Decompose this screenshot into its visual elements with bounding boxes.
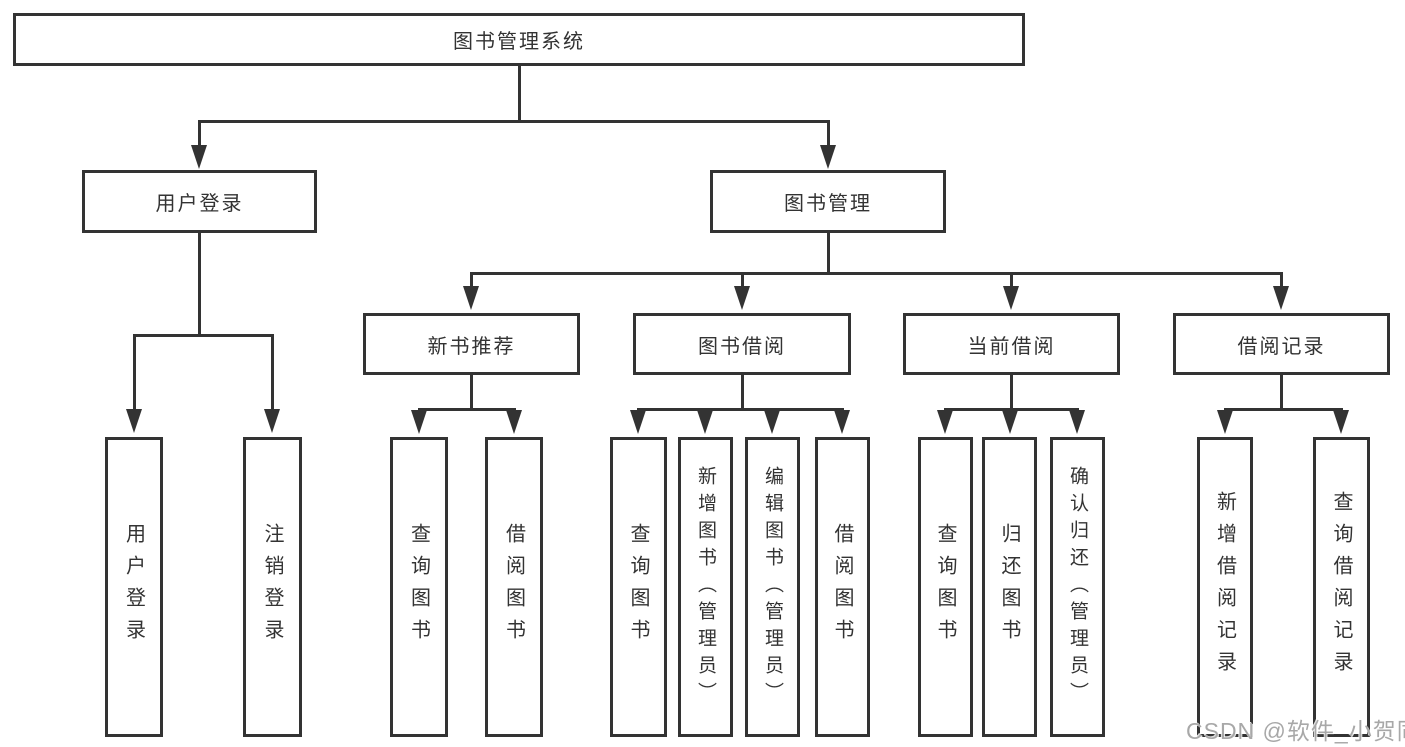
node-bb-query: 查询图书: [610, 437, 667, 737]
connector-line: [741, 375, 744, 410]
arrow-down-icon: [1333, 410, 1349, 434]
node-cb-confirm: 确认归还（管理员）: [1050, 437, 1105, 737]
connector-line: [418, 408, 421, 411]
connector-line: [771, 408, 774, 411]
connector-line: [513, 408, 516, 411]
connector-line: [470, 272, 473, 287]
node-bb-borrow: 借阅图书: [815, 437, 870, 737]
arrow-down-icon: [1003, 286, 1019, 310]
arrow-down-icon: [264, 409, 280, 433]
connector-line: [271, 334, 274, 410]
connector-line: [518, 66, 521, 122]
connector-line: [1280, 272, 1283, 287]
connector-line: [827, 120, 830, 146]
connector-line: [1010, 375, 1013, 410]
connector-line: [944, 408, 947, 411]
node-book-mgmt: 图书管理: [710, 170, 946, 233]
arrow-down-icon: [1069, 410, 1085, 434]
arrow-down-icon: [506, 410, 522, 434]
arrow-down-icon: [734, 286, 750, 310]
arrow-down-icon: [834, 410, 850, 434]
connector-line: [637, 408, 843, 411]
connector-line: [1280, 375, 1283, 410]
node-root: 图书管理系统: [13, 13, 1025, 66]
node-cb-return: 归还图书: [982, 437, 1037, 737]
connector-line: [1010, 272, 1013, 287]
connector-line: [133, 334, 273, 337]
connector-line: [704, 408, 707, 411]
arrow-down-icon: [764, 410, 780, 434]
connector-line: [827, 233, 830, 274]
arrow-down-icon: [1002, 410, 1018, 434]
connector-line: [1224, 408, 1342, 411]
node-new-book-rec: 新书推荐: [363, 313, 580, 375]
connector-line: [470, 375, 473, 410]
connector-line: [198, 120, 201, 146]
arrow-down-icon: [463, 286, 479, 310]
arrow-down-icon: [820, 145, 836, 169]
node-logout: 注销登录: [243, 437, 302, 737]
connector-line: [470, 272, 1282, 275]
node-nbr-query: 查询图书: [390, 437, 448, 737]
connector-line: [1224, 408, 1227, 411]
connector-line: [198, 233, 201, 336]
connector-line: [637, 408, 640, 411]
arrow-down-icon: [126, 409, 142, 433]
arrow-down-icon: [191, 145, 207, 169]
connector-line: [841, 408, 844, 411]
node-user-login: 用户登录: [82, 170, 317, 233]
arrow-down-icon: [697, 410, 713, 434]
arrow-down-icon: [937, 410, 953, 434]
node-br-query: 查询借阅记录: [1313, 437, 1370, 737]
node-bb-add: 新增图书（管理员）: [678, 437, 733, 737]
connector-line: [198, 120, 829, 123]
node-current-borrow: 当前借阅: [903, 313, 1120, 375]
connector-line: [133, 334, 136, 410]
node-bb-edit: 编辑图书（管理员）: [745, 437, 800, 737]
node-borrow-records: 借阅记录: [1173, 313, 1390, 375]
node-cb-query: 查询图书: [918, 437, 973, 737]
node-br-add: 新增借阅记录: [1197, 437, 1253, 737]
arrow-down-icon: [411, 410, 427, 434]
node-login: 用户登录: [105, 437, 163, 737]
arrow-down-icon: [1273, 286, 1289, 310]
arrow-down-icon: [1217, 410, 1233, 434]
arrow-down-icon: [630, 410, 646, 434]
csdn-watermark: CSDN @软件_小贺同学: [1186, 718, 1405, 744]
connector-line: [1009, 408, 1012, 411]
connector-line: [1340, 408, 1343, 411]
connector-line: [1076, 408, 1079, 411]
node-nbr-borrow: 借阅图书: [485, 437, 543, 737]
connector-line: [741, 272, 744, 287]
node-book-borrow: 图书借阅: [633, 313, 851, 375]
connector-line: [418, 408, 515, 411]
